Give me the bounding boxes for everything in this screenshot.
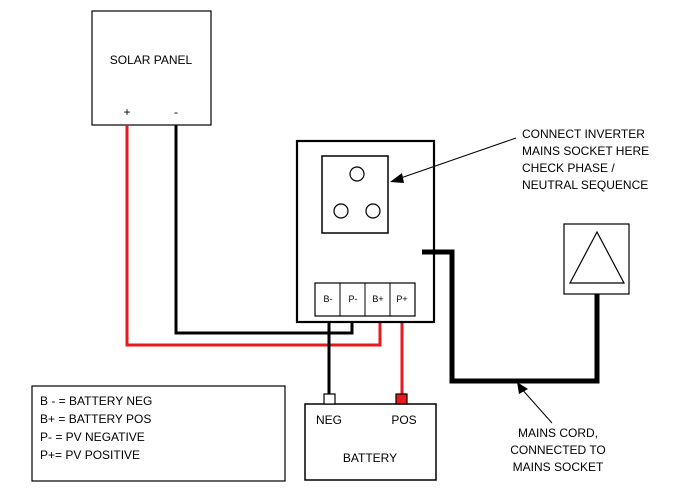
terminal-p-plus: P+ xyxy=(396,294,407,304)
wall-mains-socket xyxy=(563,223,630,295)
battery-neg-label: NEG xyxy=(316,413,342,427)
mains-cord-wire xyxy=(422,249,600,384)
mains-arrow-line xyxy=(519,386,553,424)
socket-arrow-line xyxy=(394,137,517,181)
socket-arrowhead-icon xyxy=(390,173,404,183)
battery-box xyxy=(304,403,437,481)
solar-panel-title: SOLAR PANEL xyxy=(110,53,193,67)
socket-annotation: CONNECT INVERTER MAINS SOCKET HERE CHECK… xyxy=(522,127,649,192)
mains-annotation: MAINS CORD, CONNECTED TO MAINS SOCKET xyxy=(510,426,606,474)
legend-box xyxy=(31,385,286,482)
terminal-b-minus: B- xyxy=(324,294,333,304)
battery: NEG POS BATTERY xyxy=(304,393,437,481)
terminal-b-plus: B+ xyxy=(372,294,383,304)
battery-pos-label: POS xyxy=(391,413,416,427)
solar-panel-minus-label: - xyxy=(174,105,178,119)
wires xyxy=(125,125,600,398)
wall-socket-triangle-icon xyxy=(569,230,625,284)
socket-annotation-arrow xyxy=(390,137,517,183)
pv-negative-wire xyxy=(174,125,354,335)
socket-annotation-line-3: CHECK PHASE / xyxy=(522,161,615,175)
mains-annotation-line-2: CONNECTED TO xyxy=(510,443,606,457)
mains-annotation-arrow xyxy=(517,382,553,424)
terminal-p-minus: P- xyxy=(349,294,358,304)
battery-title: BATTERY xyxy=(343,451,397,465)
mains-annotation-line-1: MAINS CORD, xyxy=(518,426,598,440)
solar-panel-plus-label: + xyxy=(123,105,130,119)
legend: B - = BATTERY NEG B+ = BATTERY POS P- = … xyxy=(31,385,286,482)
battery-positive-terminal-icon xyxy=(395,393,408,405)
mains-socket-faceplate xyxy=(321,155,389,234)
socket-hole-neutral-icon xyxy=(333,203,349,219)
legend-line-1: B - = BATTERY NEG xyxy=(40,394,152,408)
legend-line-4: P+= PV POSITIVE xyxy=(40,448,140,462)
socket-annotation-line-2: MAINS SOCKET HERE xyxy=(522,144,649,158)
solar-panel: SOLAR PANEL + - xyxy=(91,10,212,126)
socket-annotation-line-4: NEUTRAL SEQUENCE xyxy=(522,178,648,192)
socket-annotation-line-1: CONNECT INVERTER xyxy=(522,127,645,141)
socket-hole-earth-icon xyxy=(349,166,365,182)
solar-panel-box xyxy=(91,10,212,126)
socket-hole-live-icon xyxy=(365,203,381,219)
legend-line-3: P- = PV NEGATIVE xyxy=(40,430,145,444)
pv-positive-wire xyxy=(125,125,382,347)
legend-line-2: B+ = BATTERY POS xyxy=(40,412,151,426)
battery-negative-terminal-icon xyxy=(323,393,336,405)
inverter: B- P- B+ P+ xyxy=(295,139,436,324)
mains-annotation-line-3: MAINS SOCKET xyxy=(513,460,604,474)
mains-arrowhead-icon xyxy=(517,382,528,394)
